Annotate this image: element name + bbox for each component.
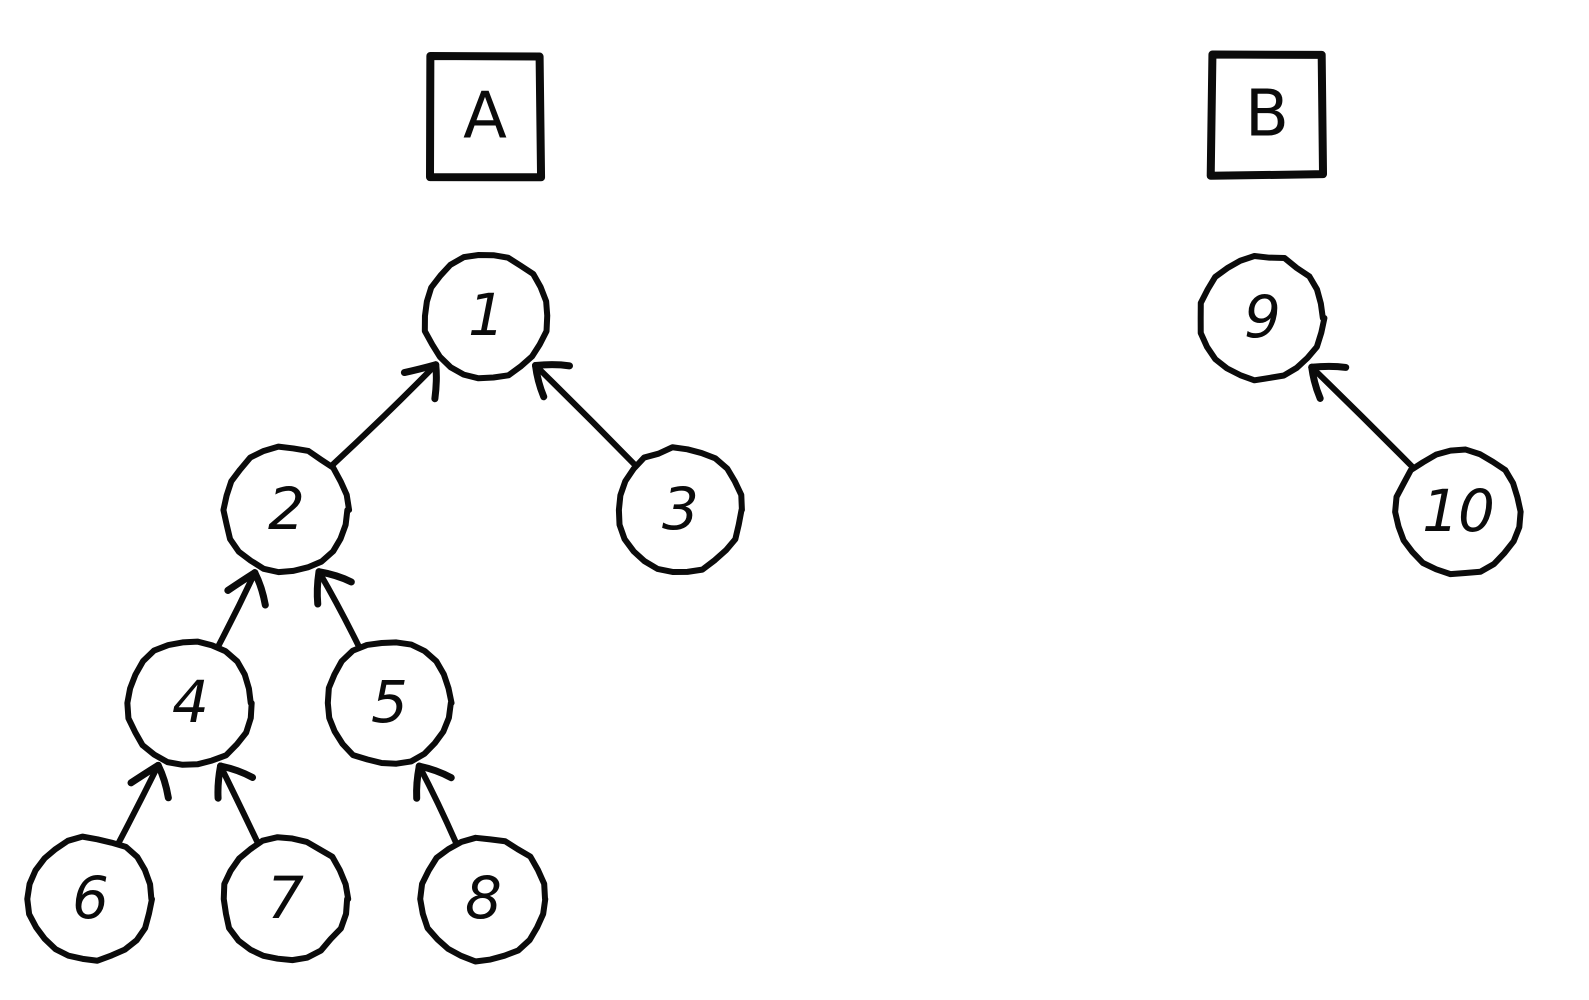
- edge-line: [532, 362, 639, 469]
- group-label-box-A[interactable]: A: [426, 52, 546, 182]
- edge-line: [217, 762, 261, 846]
- edge-10-to-9: [1308, 362, 1417, 471]
- group-label-box-B[interactable]: B: [1206, 50, 1328, 180]
- node-label: 5: [371, 668, 407, 736]
- node-label: 10: [1422, 477, 1494, 545]
- group-box-outline: [426, 52, 546, 182]
- node-label: 7: [267, 864, 304, 932]
- edge-7-to-4: [214, 762, 261, 846]
- node-label: 1: [468, 281, 504, 349]
- node-label: 3: [662, 475, 698, 543]
- node-2[interactable]: 2: [220, 443, 353, 576]
- arrow-head-stroke: [431, 361, 440, 403]
- node-label: 8: [465, 864, 501, 932]
- node-3[interactable]: 3: [615, 444, 745, 575]
- arrow-head-stroke: [224, 569, 259, 594]
- edge-4-to-2: [215, 569, 269, 650]
- node-label: 4: [172, 668, 208, 736]
- arrow-head-stroke: [127, 761, 162, 787]
- edge-line: [215, 569, 258, 650]
- node-circle: [417, 834, 549, 965]
- edge-3-to-1: [532, 361, 639, 469]
- edge-8-to-5: [413, 762, 459, 846]
- edge-line: [115, 762, 162, 846]
- arrow-head-stroke: [1308, 363, 1324, 402]
- edge-line: [416, 763, 459, 846]
- node-circle: [1392, 446, 1524, 578]
- group-box-outline: [1206, 50, 1328, 180]
- edge-line: [328, 361, 439, 470]
- node-10[interactable]: 10: [1392, 446, 1524, 578]
- node-circle: [1197, 253, 1328, 384]
- node-9[interactable]: 9: [1197, 253, 1328, 384]
- node-4[interactable]: 4: [124, 638, 255, 768]
- arrow-head-stroke: [251, 569, 269, 609]
- node-7[interactable]: 7: [220, 834, 352, 964]
- node-label: 6: [72, 864, 108, 932]
- arrow-head-stroke: [154, 761, 172, 802]
- edge-line: [315, 568, 363, 651]
- node-circle: [324, 639, 455, 767]
- nodes-layer: 1 2 3 4 5 6 7 8 9 10: [24, 252, 1524, 965]
- node-5[interactable]: 5: [324, 639, 455, 767]
- edge-5-to-2: [313, 568, 363, 651]
- node-8[interactable]: 8: [417, 834, 549, 965]
- group-label-text: B: [1245, 78, 1289, 152]
- edges-layer: [115, 361, 1417, 846]
- arrow-head-stroke: [413, 762, 423, 802]
- node-label: 9: [1244, 283, 1280, 351]
- arrow-head-stroke: [214, 762, 225, 802]
- node-1[interactable]: 1: [421, 252, 551, 382]
- node-circle: [124, 638, 255, 768]
- edge-2-to-1: [328, 361, 440, 470]
- group-label-text: A: [463, 80, 507, 154]
- node-circle: [220, 834, 352, 964]
- node-circle: [421, 252, 551, 382]
- node-6[interactable]: 6: [24, 833, 155, 964]
- arrow-head-stroke: [1308, 362, 1350, 371]
- arrow-head-stroke: [532, 361, 573, 370]
- arrow-head-stroke: [400, 361, 440, 377]
- node-circle: [220, 443, 353, 576]
- node-circle: [24, 833, 155, 964]
- node-label: 2: [268, 475, 304, 543]
- edge-6-to-4: [115, 761, 172, 846]
- arrow-head-stroke: [313, 568, 323, 608]
- edge-line: [1308, 364, 1417, 471]
- node-circle: [615, 444, 745, 575]
- arrow-head-stroke: [532, 362, 548, 401]
